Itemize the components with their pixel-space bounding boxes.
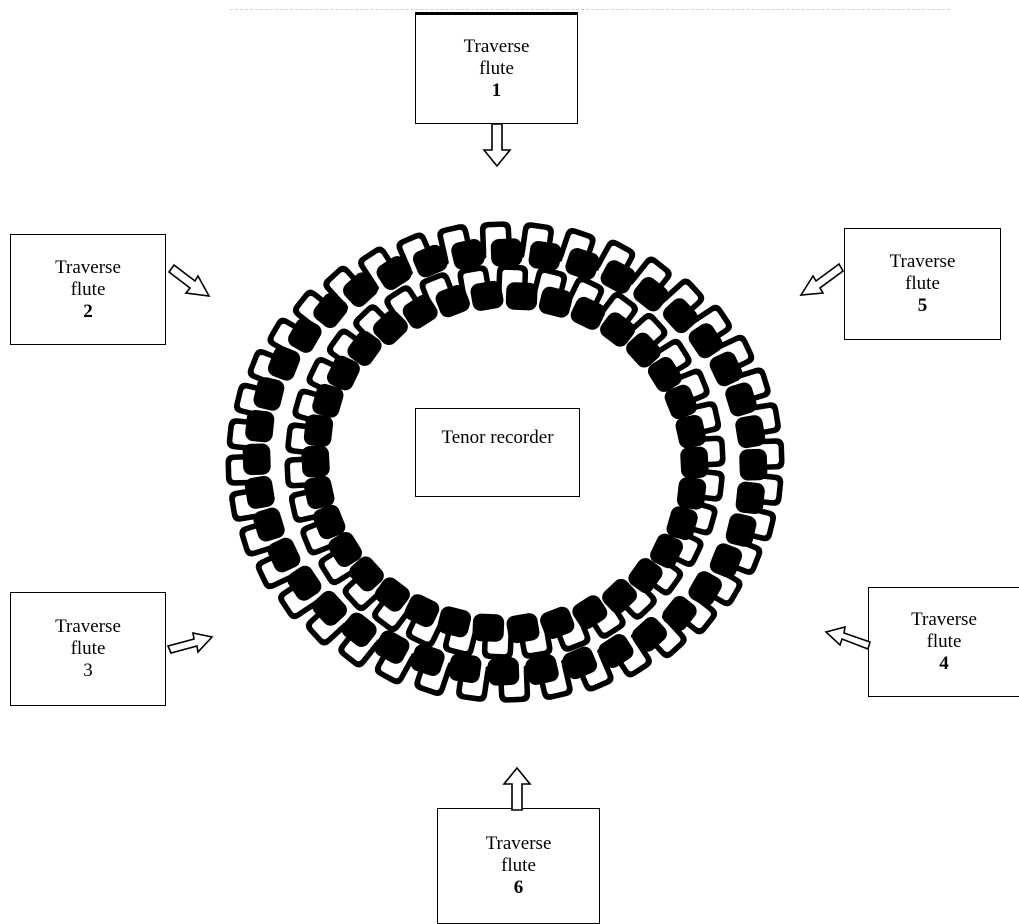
flute-label-line1: Traverse (485, 833, 552, 854)
flute-label-line2: flute (926, 631, 962, 652)
arrow-up-right-icon (166, 631, 214, 654)
traverse-flute-6-box: Traverse flute 6 (437, 808, 600, 924)
outer-chair-icon (517, 221, 565, 272)
traverse-flute-4-box: Traverse flute 4 (868, 587, 1019, 697)
flute-number: 1 (491, 80, 502, 101)
flute-number: 4 (939, 653, 949, 674)
traverse-flute-1-box: Traverse flute 1 (415, 12, 578, 124)
arrow-up-left-icon (824, 625, 871, 651)
flute-label-line2: flute (70, 278, 106, 300)
flute-label-line2: flute (70, 638, 106, 659)
flute-number: 3 (83, 660, 93, 681)
flute-label-line2: flute (479, 58, 514, 79)
arrow-down-left-icon (799, 262, 845, 296)
arrow-up-icon (502, 766, 532, 811)
flute-label-line1: Traverse (55, 616, 121, 637)
outer-chair-icon (479, 220, 523, 268)
flute-label-line1: Traverse (911, 609, 977, 630)
flute-label-line1: Traverse (889, 251, 956, 272)
tenor-recorder-label: Tenor recorder (441, 427, 554, 448)
traverse-flute-3-box: Traverse flute 3 (10, 592, 166, 706)
flute-number: 5 (917, 295, 928, 316)
flute-label-line1: Traverse (55, 256, 121, 278)
traverse-flute-5-box: Traverse flute 5 (844, 228, 1001, 340)
outer-chair-icon (445, 652, 493, 703)
arrow-down-icon (482, 123, 512, 168)
tenor-recorder-box: Tenor recorder (415, 408, 580, 497)
outer-chair-icon (487, 656, 531, 704)
scan-edge-line (230, 9, 950, 10)
flute-label-line1: Traverse (463, 36, 530, 57)
arrow-down-right-icon (167, 263, 211, 297)
flute-label-line2: flute (501, 855, 536, 876)
flute-number: 2 (83, 300, 93, 322)
flute-label-line2: flute (905, 273, 940, 294)
traverse-flute-2-box: Traverse flute 2 (10, 234, 166, 345)
flute-number: 6 (513, 877, 524, 898)
